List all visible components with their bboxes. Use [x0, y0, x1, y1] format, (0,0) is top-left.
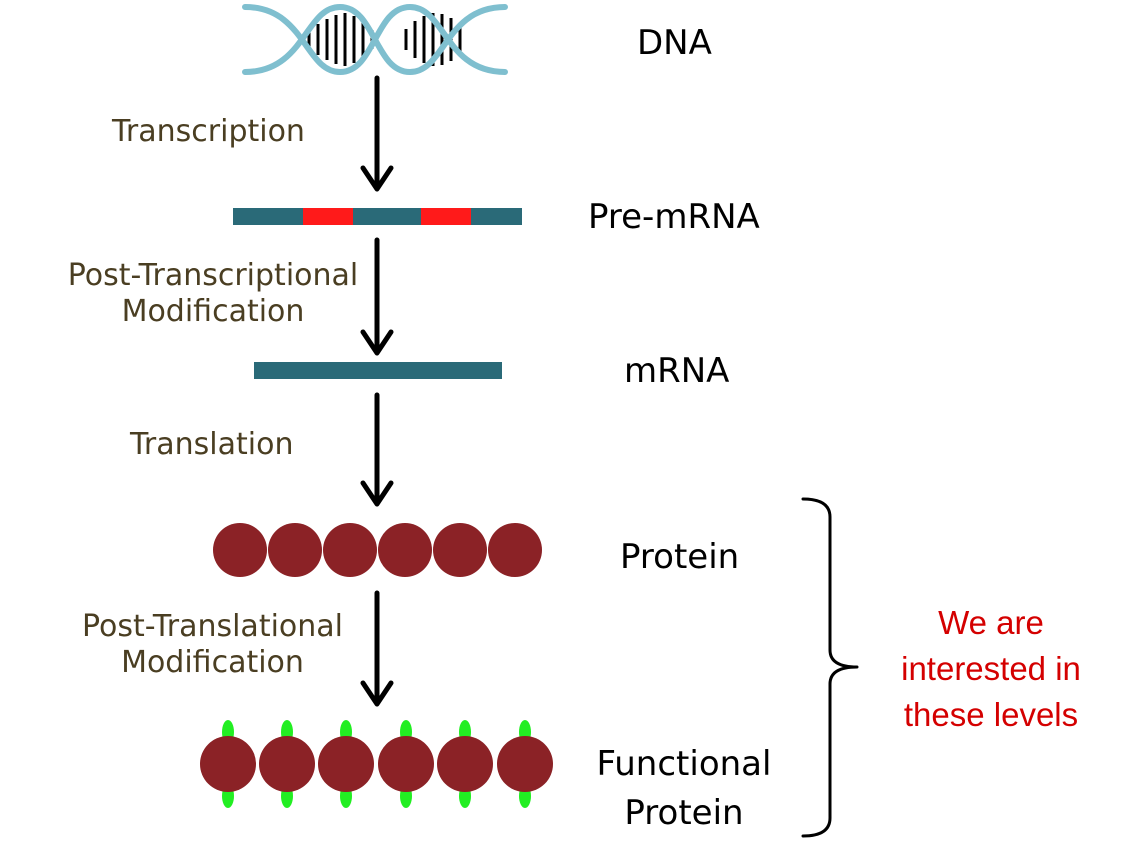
protein-chain — [213, 523, 542, 577]
functional-protein-label-line1: Functional — [596, 744, 772, 784]
interest-note-line3: these levels — [903, 696, 1079, 734]
curly-brace — [801, 497, 859, 838]
mrna-label: mRNA — [624, 351, 730, 391]
dna-label: DNA — [637, 23, 712, 63]
interest-note-line1: We are — [938, 604, 1044, 641]
translation-label: Translation — [130, 427, 294, 462]
pre-mrna-strand — [233, 208, 522, 225]
post-transcriptional-label-line1: Post-Transcriptional — [67, 258, 359, 293]
post-translational-label-line1: Post-Translational — [81, 609, 344, 644]
modified-amino-acid — [378, 736, 434, 792]
arrows — [360, 75, 394, 707]
arrow-translation — [360, 392, 394, 507]
amino-acid — [268, 523, 322, 577]
protein-label: Protein — [620, 537, 740, 577]
pre-mrna-intron-1 — [303, 208, 353, 225]
pre-mrna-intron-2 — [421, 208, 471, 225]
dna-helix-icon — [242, 3, 508, 76]
modified-amino-acid — [497, 736, 553, 792]
functional-protein-label: Functional Protein — [596, 740, 772, 839]
modified-amino-acid — [318, 736, 374, 792]
modified-amino-acid — [200, 736, 256, 792]
post-translational-label-line2: Modification — [121, 645, 304, 680]
dna-strand-b — [242, 3, 508, 76]
pre-mrna-exon-2 — [353, 208, 421, 225]
transcription-label: Transcription — [112, 114, 305, 149]
functional-protein-label-line2: Protein — [624, 793, 744, 834]
modified-amino-acid — [437, 736, 493, 792]
mrna-strand — [254, 362, 502, 379]
amino-acid — [323, 523, 377, 577]
post-transcriptional-label-line2: Modification — [121, 294, 305, 329]
post-transcriptional-label: Post-Transcriptional Modification — [58, 258, 368, 330]
post-translational-label: Post-Translational Modification — [70, 609, 355, 681]
amino-acid — [488, 523, 542, 577]
interest-note-line2: interested in — [901, 650, 1081, 688]
amino-acid — [378, 523, 432, 577]
pre-mrna-exon-3 — [471, 208, 522, 225]
interest-note: We are interested in these levels — [876, 600, 1106, 739]
arrow-post-transcriptional — [360, 237, 394, 356]
pre-mrna-label: Pre-mRNA — [588, 197, 760, 237]
pre-mrna-exon-1 — [233, 208, 303, 225]
arrow-post-translational — [360, 590, 394, 707]
amino-acid — [213, 523, 267, 577]
functional-protein-chain — [200, 720, 553, 808]
arrow-transcription — [360, 75, 394, 192]
modified-amino-acid — [259, 736, 315, 792]
amino-acid — [433, 523, 487, 577]
